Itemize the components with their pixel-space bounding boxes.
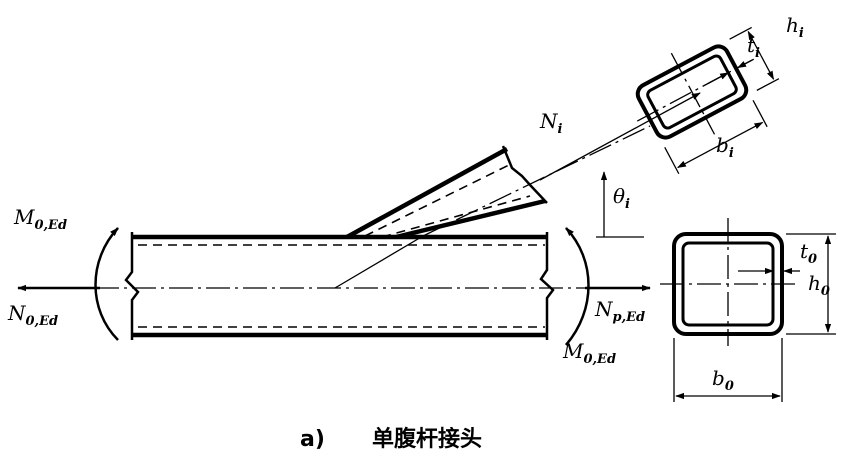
label-n0-left: N0,Ed: [7, 301, 58, 329]
caption-prefix: a): [300, 427, 325, 452]
label-b0: b0: [712, 366, 734, 394]
label-t0: t0: [800, 239, 817, 267]
brace-section: [635, 26, 780, 175]
label-h0: h0: [808, 271, 830, 299]
label-m0-right: M0,Ed: [562, 339, 616, 367]
label-theta: θi: [613, 184, 630, 212]
brace-member: [334, 92, 701, 289]
label-hi: hi: [786, 13, 804, 41]
force-arrows: [17, 227, 651, 346]
label-bi: bi: [716, 133, 734, 161]
angle-theta: [596, 171, 644, 238]
label-ni: Ni: [539, 109, 563, 137]
label-ti: ti: [747, 33, 760, 61]
chord-section: [660, 218, 836, 402]
label-m0-left: M0,Ed: [13, 205, 67, 233]
caption-title: 单腹杆接头: [372, 426, 482, 452]
label-np: Np,Ed: [594, 297, 645, 325]
chord-member: [95, 232, 585, 340]
